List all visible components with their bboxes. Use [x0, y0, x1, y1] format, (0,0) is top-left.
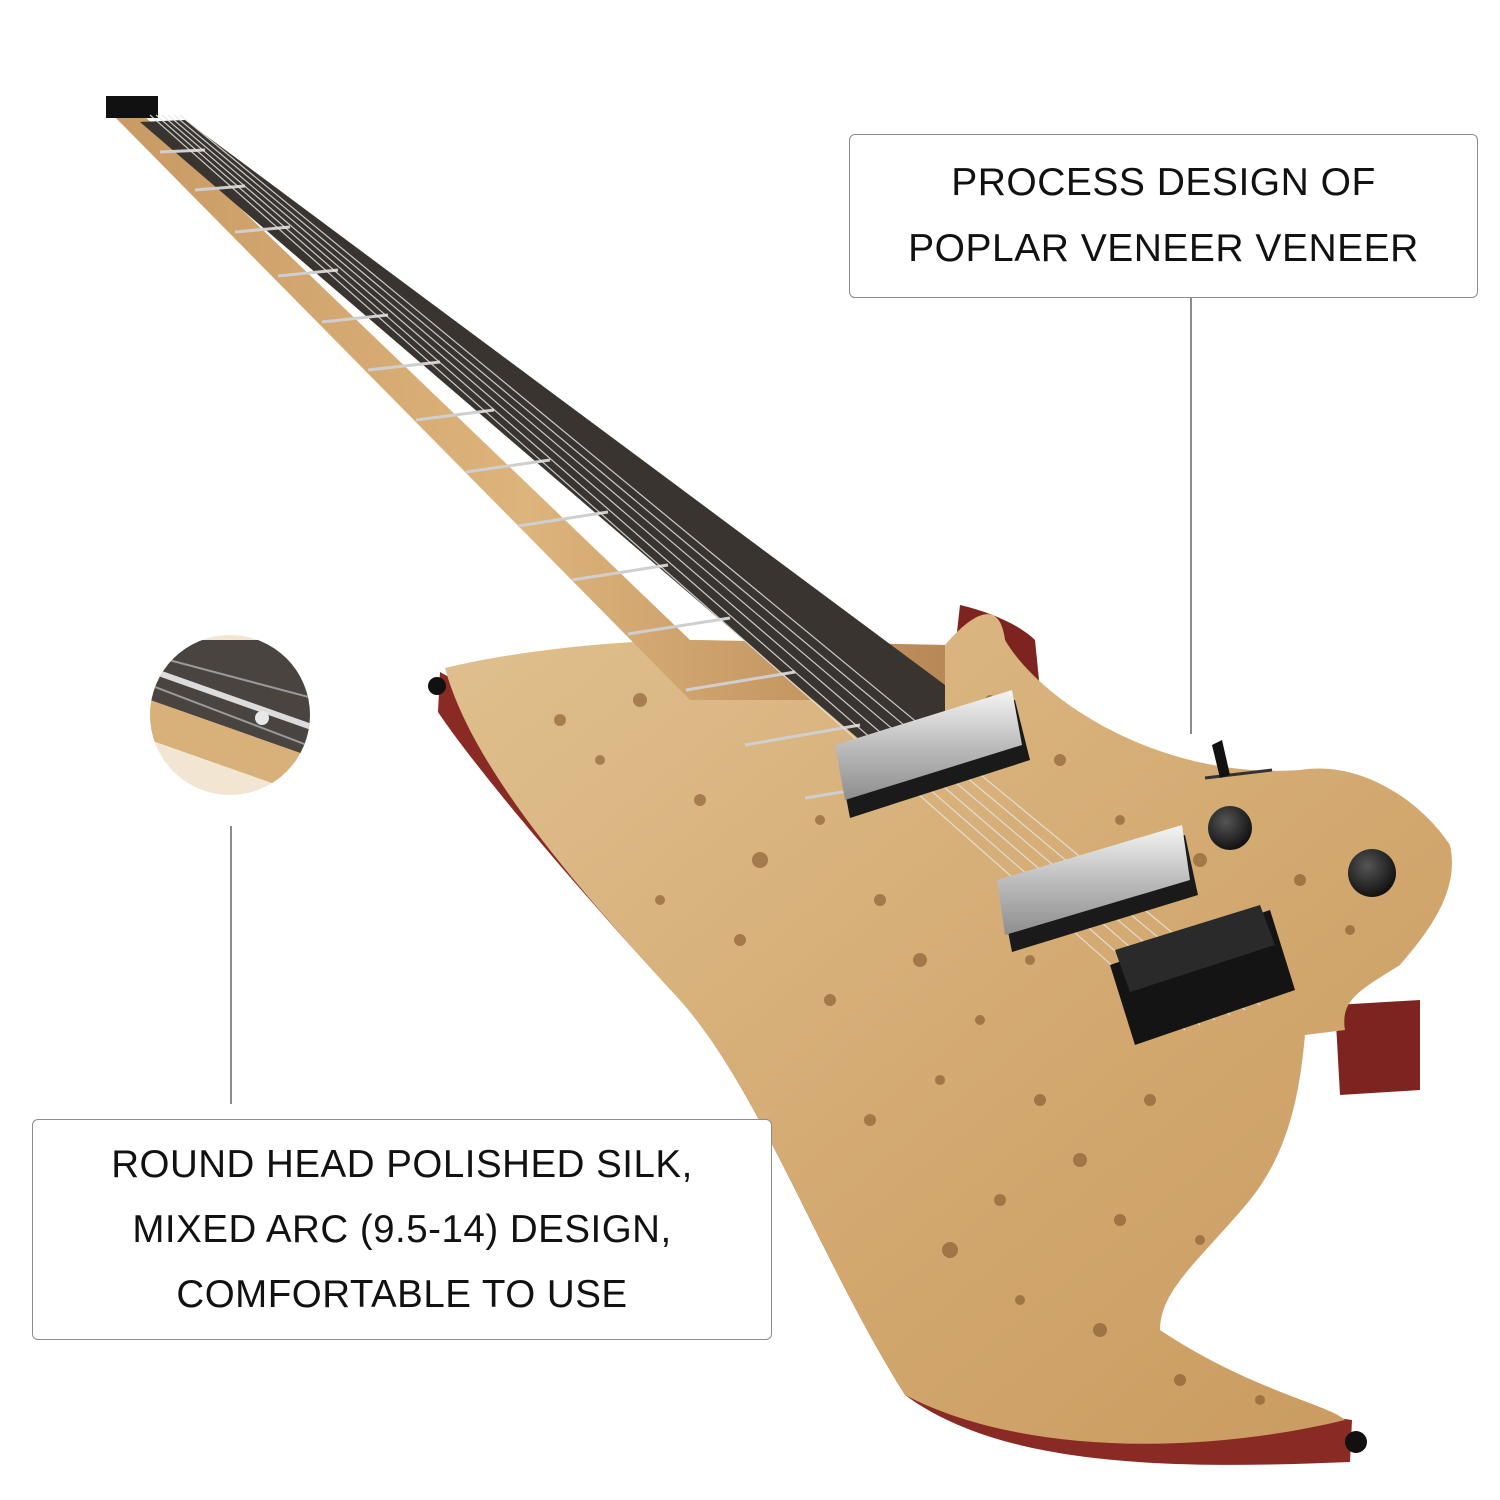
- bridge-pickup: [997, 825, 1198, 952]
- guitar-body-side-lower-right: [1335, 1000, 1420, 1095]
- neck-pickup: [835, 690, 1030, 818]
- callout-bottom-line-1: ROUND HEAD POLISHED SILK,: [111, 1143, 693, 1186]
- callout-top-line-1: PROCESS DESIGN OF: [951, 161, 1376, 204]
- tone-knob: [1348, 849, 1396, 897]
- bridge: [1110, 905, 1295, 1045]
- callout-poplar-veneer: PROCESS DESIGN OF POPLAR VENEER VENEER: [849, 134, 1478, 298]
- headpiece: [106, 96, 158, 118]
- pickup-selector: [1204, 740, 1273, 780]
- callout-bottom-line-3: COMFORTABLE TO USE: [176, 1273, 628, 1316]
- callout-bottom-line-2: MIXED ARC (9.5-14) DESIGN,: [132, 1208, 672, 1251]
- guitar-neck: [108, 110, 945, 700]
- burl-texture: [554, 693, 1385, 1405]
- volume-knob: [1208, 806, 1252, 850]
- frets: [159, 148, 929, 800]
- fretboard: [140, 120, 945, 740]
- callout-top-line-2: POPLAR VENEER VENEER: [908, 227, 1419, 270]
- strap-button-bottom: [1345, 1431, 1367, 1453]
- callout-top-leader-line: [1190, 284, 1192, 734]
- callout-fretboard-design: ROUND HEAD POLISHED SILK, MIXED ARC (9.5…: [32, 1119, 772, 1340]
- strap-button-top: [428, 677, 446, 695]
- fretboard-detail-inset: [150, 635, 310, 795]
- callout-bottom-leader-line: [230, 826, 232, 1104]
